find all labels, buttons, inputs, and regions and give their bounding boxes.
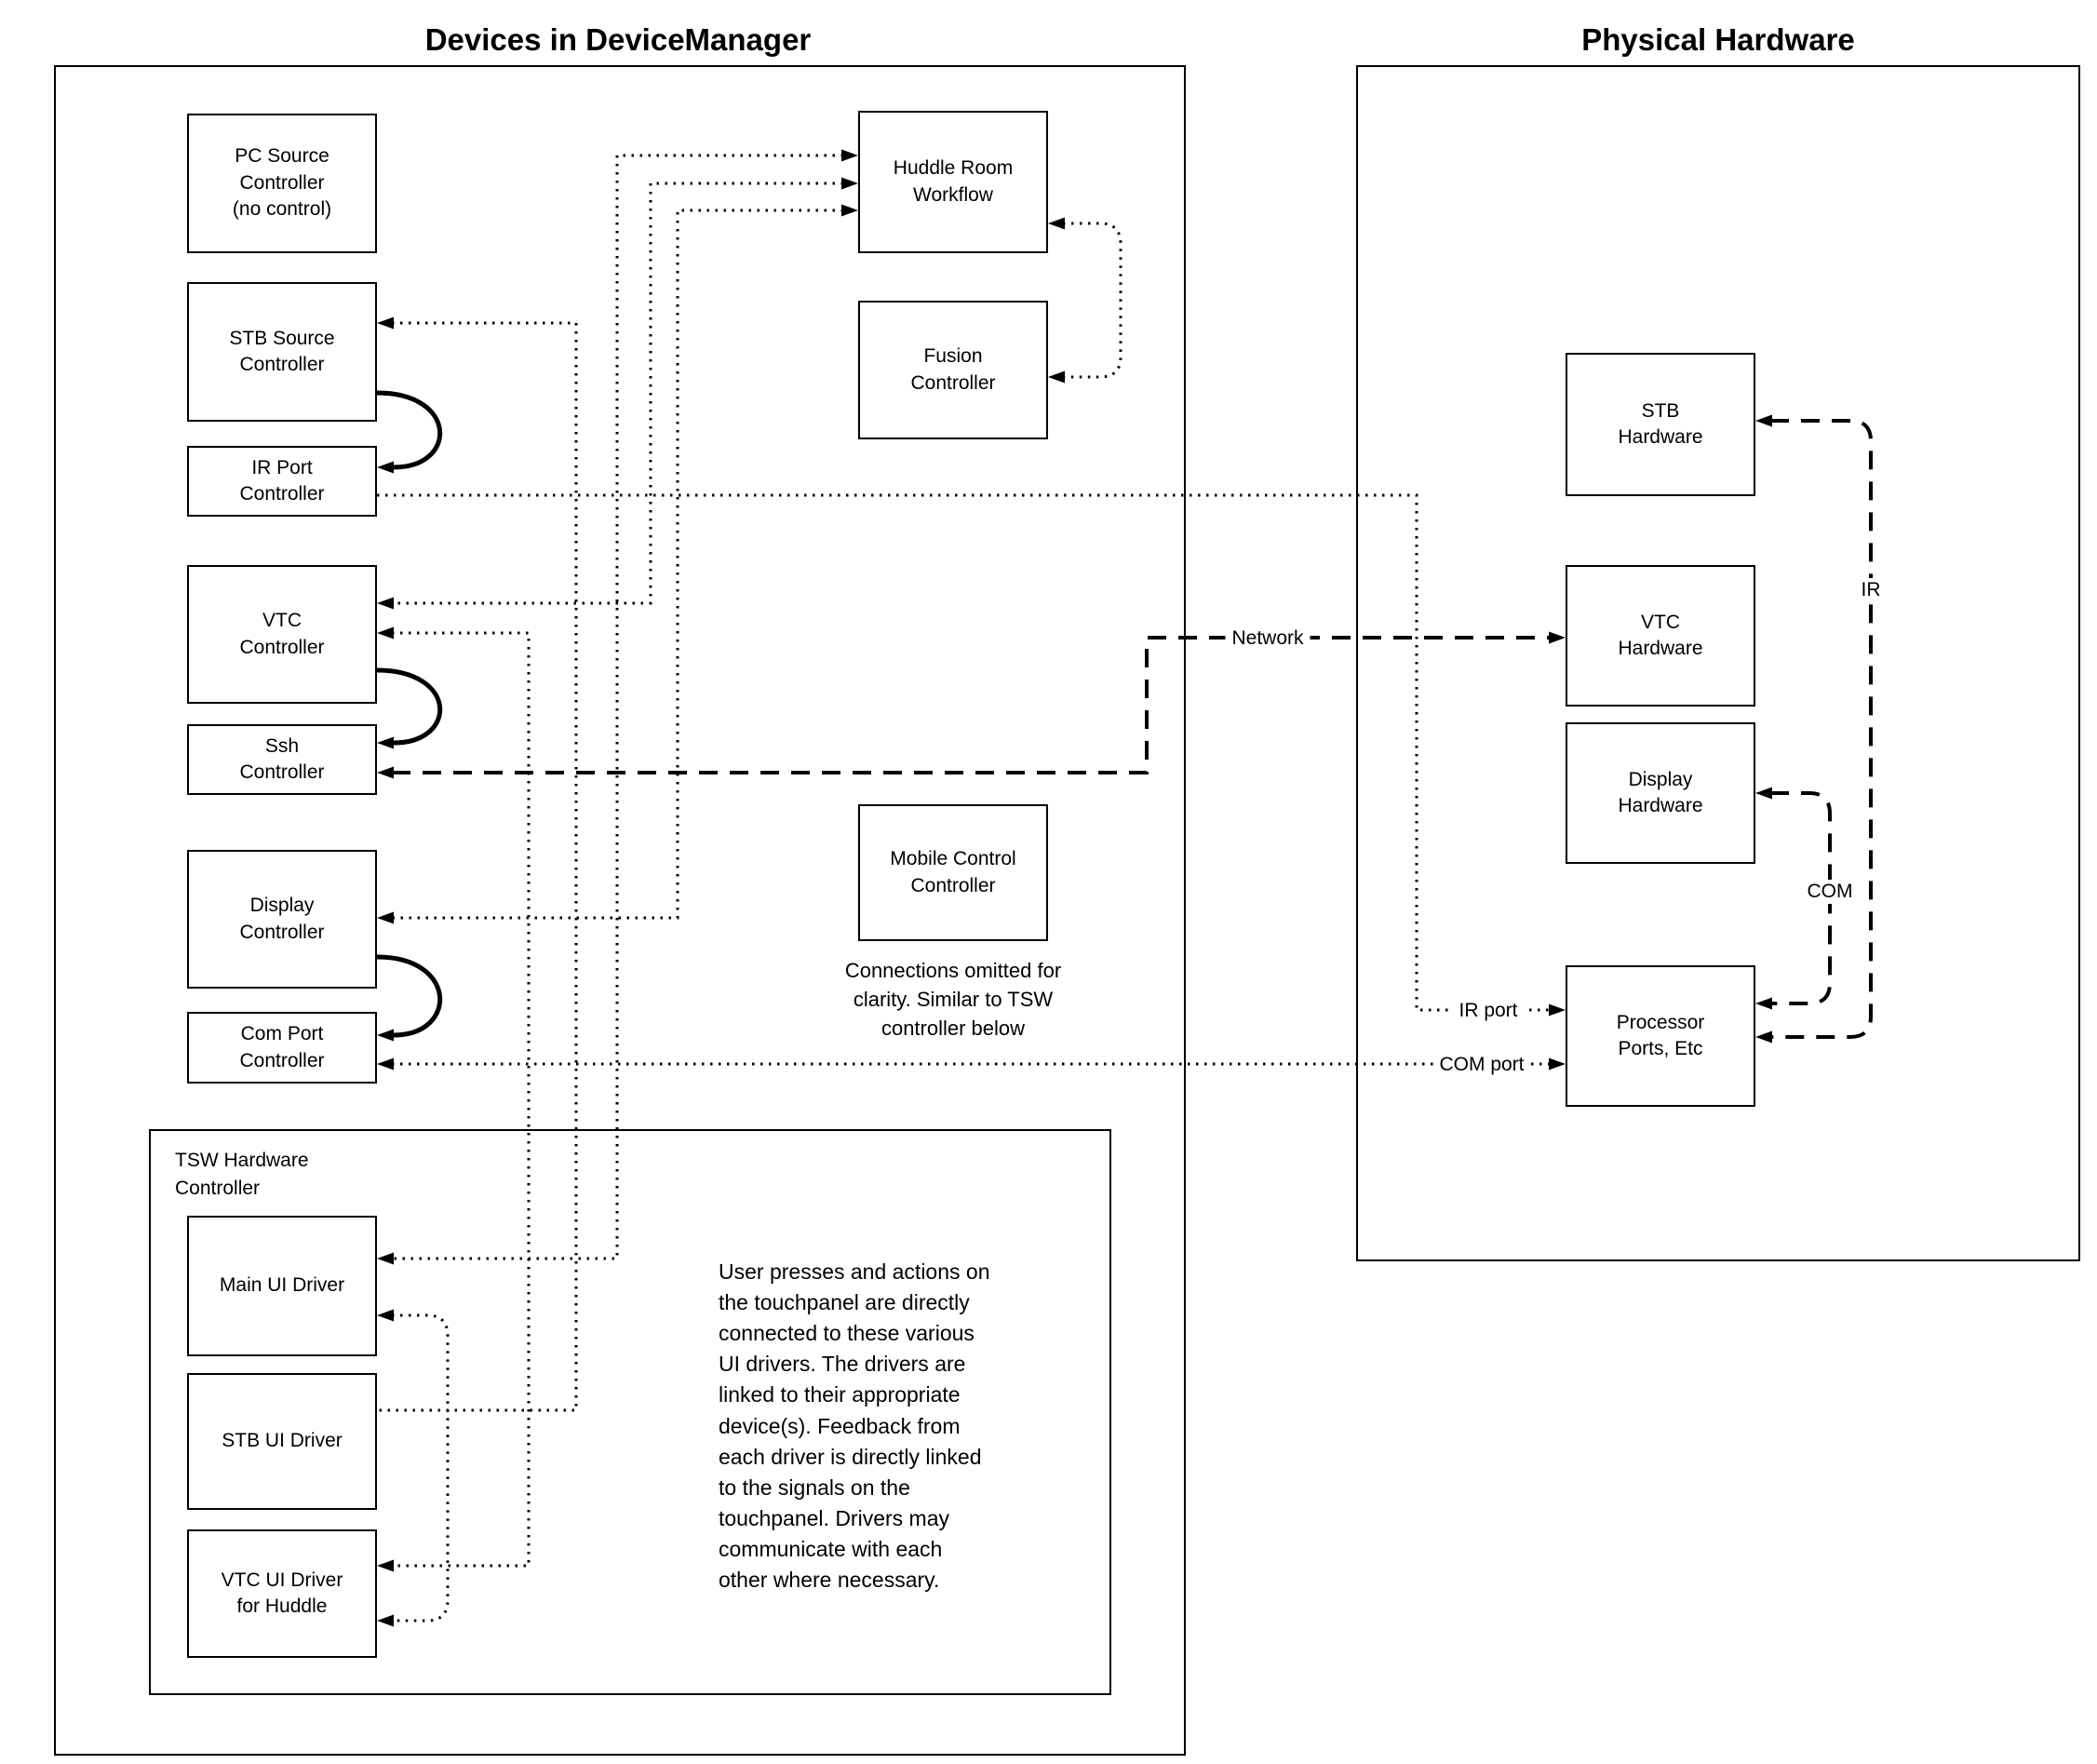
mobile-control-controller-box: Mobile Control Controller	[858, 804, 1048, 941]
huddle-room-workflow-box: Huddle Room Workflow	[858, 111, 1048, 253]
connections-omitted-note: Connections omitted for clarity. Similar…	[844, 959, 1062, 1041]
ssh-controller-box: Ssh Controller	[187, 724, 377, 795]
stb-source-controller-box: STB Source Controller	[187, 282, 377, 422]
wire-ir-port-to-processor	[377, 493, 1551, 1012]
physical-hardware-container	[1356, 65, 2080, 1261]
wire-vtc-vtc-ui	[392, 631, 531, 1568]
wire-hrw-main-ui	[392, 154, 843, 1260]
ir-label: IR	[1854, 578, 1888, 602]
wire-hrw-display	[392, 209, 843, 920]
wire-vtc-ssh	[374, 667, 442, 746]
vtc-controller-box: VTC Controller	[187, 565, 377, 704]
wire-network	[392, 636, 1551, 774]
left-section-title: Devices in DeviceManager	[424, 22, 812, 57]
ir-port-label: IR port	[1452, 999, 1525, 1023]
pc-source-controller-box: PC Source Controller (no control)	[187, 114, 377, 253]
processor-ports-box: Processor Ports, Etc	[1566, 965, 1755, 1107]
wire-stb-ui-to-stb-source	[377, 321, 578, 1412]
wire-display-com-port	[374, 954, 442, 1038]
wire-hrw-vtc	[392, 182, 843, 605]
arrowheads	[377, 149, 1772, 1627]
tsw-description-paragraph: User presses and actions on the touchpan…	[719, 1259, 990, 1593]
vtc-ui-driver-box: VTC UI Driver for Huddle	[187, 1529, 377, 1658]
com-port-label: COM port	[1432, 1053, 1531, 1077]
tsw-hardware-controller-label: TSW Hardware Controller	[175, 1150, 309, 1199]
main-ui-driver-box: Main UI Driver	[187, 1216, 377, 1356]
display-controller-box: Display Controller	[187, 850, 377, 989]
device-manager-container	[54, 65, 1186, 1756]
vtc-hardware-box: VTC Hardware	[1566, 565, 1755, 707]
wire-main-ui-vtc-ui	[392, 1313, 450, 1623]
right-section-title: Physical Hardware	[1581, 22, 1855, 57]
wire-stb-source-ir-port	[374, 390, 442, 470]
com-port-controller-box: Com Port Controller	[187, 1012, 377, 1084]
com-label: COM	[1800, 880, 1860, 904]
tsw-hardware-controller-container	[149, 1129, 1111, 1695]
ir-port-controller-box: IR Port Controller	[187, 446, 377, 517]
wire-hrw-fusion	[1063, 222, 1122, 379]
fusion-controller-box: Fusion Controller	[858, 301, 1048, 439]
display-hardware-box: Display Hardware	[1566, 722, 1755, 864]
stb-ui-driver-box: STB UI Driver	[187, 1373, 377, 1510]
wire-ir	[1770, 419, 1873, 1039]
network-label: Network	[1225, 626, 1311, 651]
stb-hardware-box: STB Hardware	[1566, 353, 1755, 496]
